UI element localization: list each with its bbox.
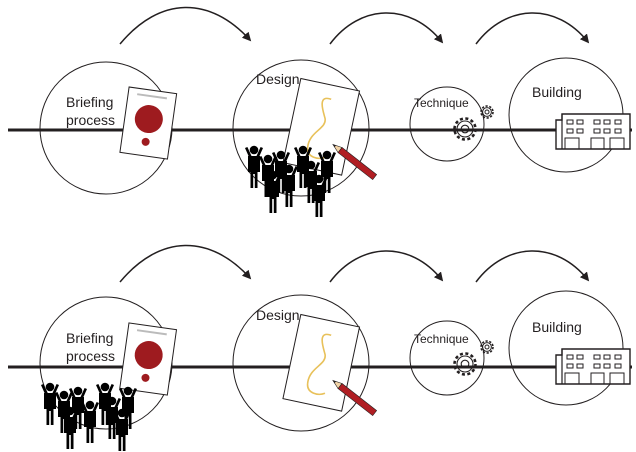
person-icon bbox=[81, 400, 99, 443]
process-row-1: Briefing process Design Technique Buildi… bbox=[8, 6, 632, 217]
briefing-document-icon bbox=[119, 322, 178, 396]
process-row-2: Briefing process Design Technique Buildi… bbox=[8, 244, 632, 451]
stage-label-technique: Technique bbox=[414, 332, 469, 346]
stage-label-design: Design bbox=[256, 71, 300, 87]
stage-label-building: Building bbox=[532, 84, 582, 100]
gears-icon bbox=[453, 105, 494, 141]
stage-label-building: Building bbox=[532, 319, 582, 335]
transition-arrow-technique-to-building bbox=[475, 12, 590, 45]
person-icon bbox=[41, 382, 59, 425]
person-icon bbox=[245, 145, 263, 188]
stage-circle-technique bbox=[409, 86, 485, 162]
sketch-with-pencil-icon bbox=[282, 313, 378, 417]
transition-arrow-technique-to-building bbox=[475, 250, 590, 283]
stage-label-briefing-line2: process bbox=[66, 348, 115, 364]
stage-circle-technique bbox=[409, 320, 485, 396]
building-icon bbox=[555, 113, 631, 150]
transition-arrow-design-to-technique bbox=[329, 12, 444, 45]
briefing-document-icon bbox=[119, 86, 178, 160]
stage-circle-design bbox=[232, 294, 370, 432]
stage-label-briefing: Briefing bbox=[66, 330, 113, 346]
stage-label-design: Design bbox=[256, 307, 300, 323]
stage-circle-building bbox=[508, 290, 624, 406]
person-icon bbox=[113, 408, 131, 451]
stage-label-briefing-line2: process bbox=[66, 112, 115, 128]
gears-icon bbox=[453, 340, 494, 376]
stage-circle-design bbox=[232, 59, 370, 197]
transition-arrow-briefing-to-design bbox=[119, 6, 252, 45]
people-group bbox=[41, 382, 137, 451]
stage-label-technique: Technique bbox=[414, 96, 469, 110]
building-icon bbox=[555, 348, 631, 385]
transition-arrow-design-to-technique bbox=[329, 250, 444, 283]
stage-label-briefing: Briefing bbox=[66, 94, 113, 110]
transition-arrow-briefing-to-design bbox=[119, 244, 252, 283]
